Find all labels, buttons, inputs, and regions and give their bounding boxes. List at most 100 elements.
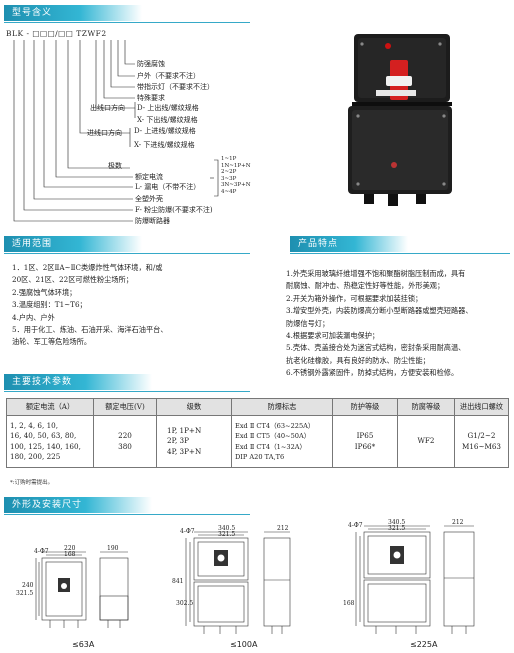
dim-label: 321.5 [16, 590, 34, 597]
dim-label: 190 [107, 545, 119, 552]
label-plastic: 全塑外壳 [135, 195, 163, 203]
section-banner-scope: 适用范围 [4, 236, 142, 252]
cell-line: Exd Ⅱ CT4（63~225A） [235, 421, 315, 430]
feature-line: 1.外壳采用玻璃纤维增强不饱和聚酯树脂压制而成，具有 [286, 269, 466, 278]
label-leak: L- 漏电（不带不注） [135, 183, 201, 191]
drawing-caption-225a: ≤225A [410, 640, 438, 649]
section-rule-model [4, 22, 250, 23]
col-header-wf: 防腐等级 [397, 398, 455, 416]
pole-option: 4~4P [221, 188, 237, 195]
dim-label: 240 [22, 582, 34, 589]
scope-line: 5．用于化工、炼油、石油开采、海洋石油平台、 [12, 325, 168, 335]
cell-line: IP66* [354, 441, 376, 451]
dim-label: 340.5 [218, 525, 236, 532]
label-breaker: 防爆断路器 [135, 217, 170, 225]
drawing-caption-100a: ≤100A [230, 640, 258, 649]
scope-line: 3.温度组别：T1~T6； [12, 300, 87, 310]
feature-line: 2.开关为箱外操作，可根据要求加装挂锁； [286, 293, 423, 303]
label-in-d: D- 上进线/螺纹规格 [134, 127, 196, 135]
cell-line: 1, 2, 4, 6, 10, [10, 420, 58, 430]
label-out-d: D- 上出线/螺纹规格 [137, 104, 199, 112]
scope-line: 4.户内、户外 [12, 312, 55, 322]
label-special: 特殊要求 [137, 94, 165, 102]
cell-wf: WF2 [397, 415, 455, 468]
col-header-current: 额定电流（A） [6, 398, 94, 416]
cell-ip: IP65 IP66* [332, 415, 398, 468]
label-dust: F- 粉尘防爆(不要求不注) [135, 206, 213, 214]
cell-line: 4P, 3P+N [167, 446, 202, 456]
feature-line: 4.根据要求可加装漏电保护； [286, 331, 380, 341]
cell-line: 100, 125, 140, 160, [10, 441, 81, 451]
col-header-thread: 进出线口螺纹 [454, 398, 509, 416]
cell-line: M16~M63 [461, 441, 502, 451]
cell-currents: 1, 2, 4, 6, 10, 16, 40, 50, 63, 80, 100,… [6, 415, 94, 468]
feature-line: 5.壳体、壳盖接合处为迷宫式结构，密封条采用耐高温、 [286, 343, 466, 353]
section-banner-dims: 外形及安装尺寸 [4, 497, 152, 513]
cell-line: 220 [118, 431, 132, 440]
table-note: *:订购时需提出。 [10, 480, 54, 486]
label-out-x: X- 下出线/螺纹规格 [137, 116, 198, 124]
cell-line: 2P, 3P [167, 436, 189, 446]
cell-voltages: 220 380 [93, 415, 157, 468]
table-row: 1, 2, 4, 6, 10, 16, 40, 50, 63, 80, 100,… [6, 415, 509, 468]
label-outdoor: 户外（不要求不注） [137, 72, 200, 80]
section-rule-scope [4, 253, 250, 254]
col-header-ip: 防护等级 [332, 398, 398, 416]
label-in-x: X- 下进线/螺纹规格 [134, 141, 195, 149]
label-indicator: 带指示灯（不要求不注） [137, 83, 214, 91]
section-banner-model: 型号含义 [4, 5, 142, 21]
dimension-drawing-100a [185, 531, 291, 634]
drawing-caption-63a: ≤63A [72, 640, 95, 649]
dim-label: 168 [64, 551, 76, 558]
features-text: 1.外壳采用玻璃纤维增强不饱和聚酯树脂压制而成，具有 耐腐蚀、耐冲击、热稳定性好… [286, 268, 473, 380]
dim-label: 212 [277, 525, 289, 532]
feature-line: 6.不锈钢外露紧固件，防掉式结构，方便安装和检修。 [286, 368, 459, 378]
scope-line: 油轮、军工等危险场所。 [12, 337, 92, 347]
dim-label: 321.5 [388, 525, 406, 532]
col-header-ex-mark: 防爆标志 [231, 398, 333, 416]
cell-line: Exd Ⅱ CT4（1~32A） [235, 442, 307, 451]
cell-ex-marks: Exd Ⅱ CT4（63~225A） Exd Ⅱ CT5（40~50A） Exd… [231, 415, 333, 468]
model-code-diagram [13, 40, 219, 222]
dim-label: 841 [172, 578, 184, 585]
dim-label: 340.5 [388, 519, 406, 526]
dimension-drawing-225a [355, 525, 475, 634]
feature-line: 3.增安型外壳，内装防爆高分断小型断路器或塑壳短路器、 [286, 306, 473, 316]
dimension-drawing-63a [35, 551, 129, 628]
cell-line: 380 [118, 441, 132, 451]
feature-line: 防爆信号灯； [286, 318, 330, 328]
scope-text: 1．1区、2区ⅡA~ⅡC类爆炸性气体环境，和/或 20区、21区、22区可燃性粉… [12, 262, 168, 349]
pole-option: 1~1P [221, 156, 237, 162]
dim-label: 321.5 [218, 531, 236, 538]
cell-threads: G1/2~2 M16~M63 [454, 415, 509, 468]
dim-label: 220 [64, 545, 76, 552]
cell-line: 1P, 1P+N [167, 425, 202, 435]
dim-label: 302.5 [176, 600, 194, 607]
scope-line: 1．1区、2区ⅡA~ⅡC类爆炸性气体环境，和/或 [12, 263, 163, 272]
cell-line: Exd Ⅱ CT5（40~50A） [235, 432, 311, 440]
scope-line: 20区、21区、22区可燃性粉尘场所； [12, 275, 133, 285]
dim-label: 4-Φ7 [180, 528, 195, 535]
section-rule-tech [4, 391, 250, 392]
product-photo [348, 34, 452, 206]
cell-line: 180, 200, 225 [10, 452, 61, 461]
section-banner-tech: 主要技术参数 [4, 374, 152, 390]
pole-option: 3N~3P+N [221, 182, 251, 189]
cell-line: G1/2~2 [467, 431, 496, 440]
cell-line: 16, 40, 50, 63, 80, [10, 431, 77, 440]
cell-poles: 1P, 1P+N 2P, 3P 4P, 3P+N [156, 415, 232, 468]
label-current: 额定电流 [135, 173, 163, 181]
scope-line: 2.强腐蚀气体环境； [12, 287, 77, 297]
dim-label: 4-Φ7 [34, 548, 49, 555]
model-code: BLK - □□□/□□ TZWF2 [6, 29, 107, 38]
pole-option: 3~3P [221, 175, 237, 182]
dim-label: 212 [452, 519, 464, 526]
table-header-row: 额定电流（A） 额定电压(V) 级数 防爆标志 防护等级 防腐等级 进出线口螺纹 [6, 398, 509, 416]
pole-option: 2~2P [221, 169, 237, 176]
pole-option: 1N~1P+N [221, 162, 251, 169]
spec-table: 额定电流（A） 额定电压(V) 级数 防爆标志 防护等级 防腐等级 进出线口螺纹… [6, 398, 509, 468]
col-header-poles: 级数 [156, 398, 232, 416]
dim-label: 168 [343, 600, 355, 607]
section-rule-features [290, 253, 510, 254]
col-header-voltage: 额定电压(V) [93, 398, 157, 416]
